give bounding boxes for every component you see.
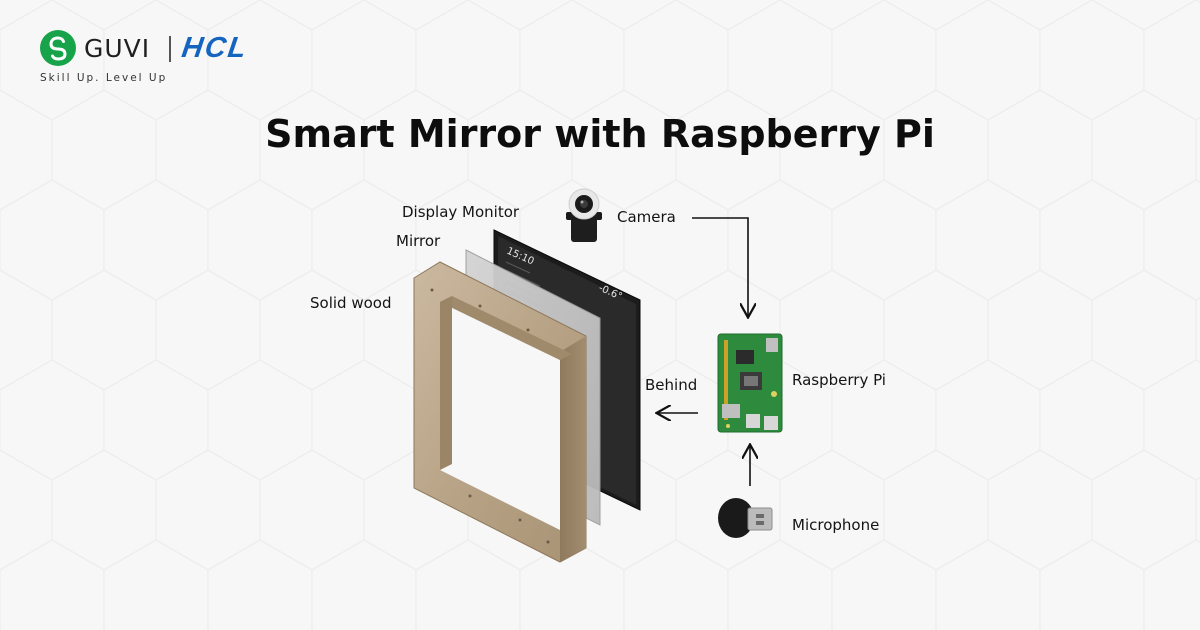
label-mirror: Mirror — [396, 232, 441, 250]
brand-logo: GUVI HCL Skill Up. Level Up — [40, 30, 340, 86]
arrow-down-icon — [692, 217, 748, 316]
page-title: Smart Mirror with Raspberry Pi — [265, 112, 935, 156]
label-raspberry-pi: Raspberry Pi — [792, 371, 886, 389]
label-camera: Camera — [617, 208, 676, 226]
logo-divider — [169, 36, 171, 62]
raspberry-pi-board-icon — [717, 333, 783, 433]
guvi-wordmark: GUVI — [84, 34, 151, 63]
label-solid-wood: Solid wood — [310, 294, 392, 312]
usb-microphone-icon — [718, 498, 773, 538]
camera-icon — [566, 188, 602, 242]
label-behind: Behind — [645, 376, 698, 394]
label-microphone: Microphone — [792, 516, 880, 534]
solid-wood-frame — [413, 261, 587, 563]
label-display-monitor: Display Monitor — [402, 203, 520, 221]
guvi-logo-icon — [40, 30, 76, 66]
brand-tagline: Skill Up. Level Up — [40, 72, 168, 84]
